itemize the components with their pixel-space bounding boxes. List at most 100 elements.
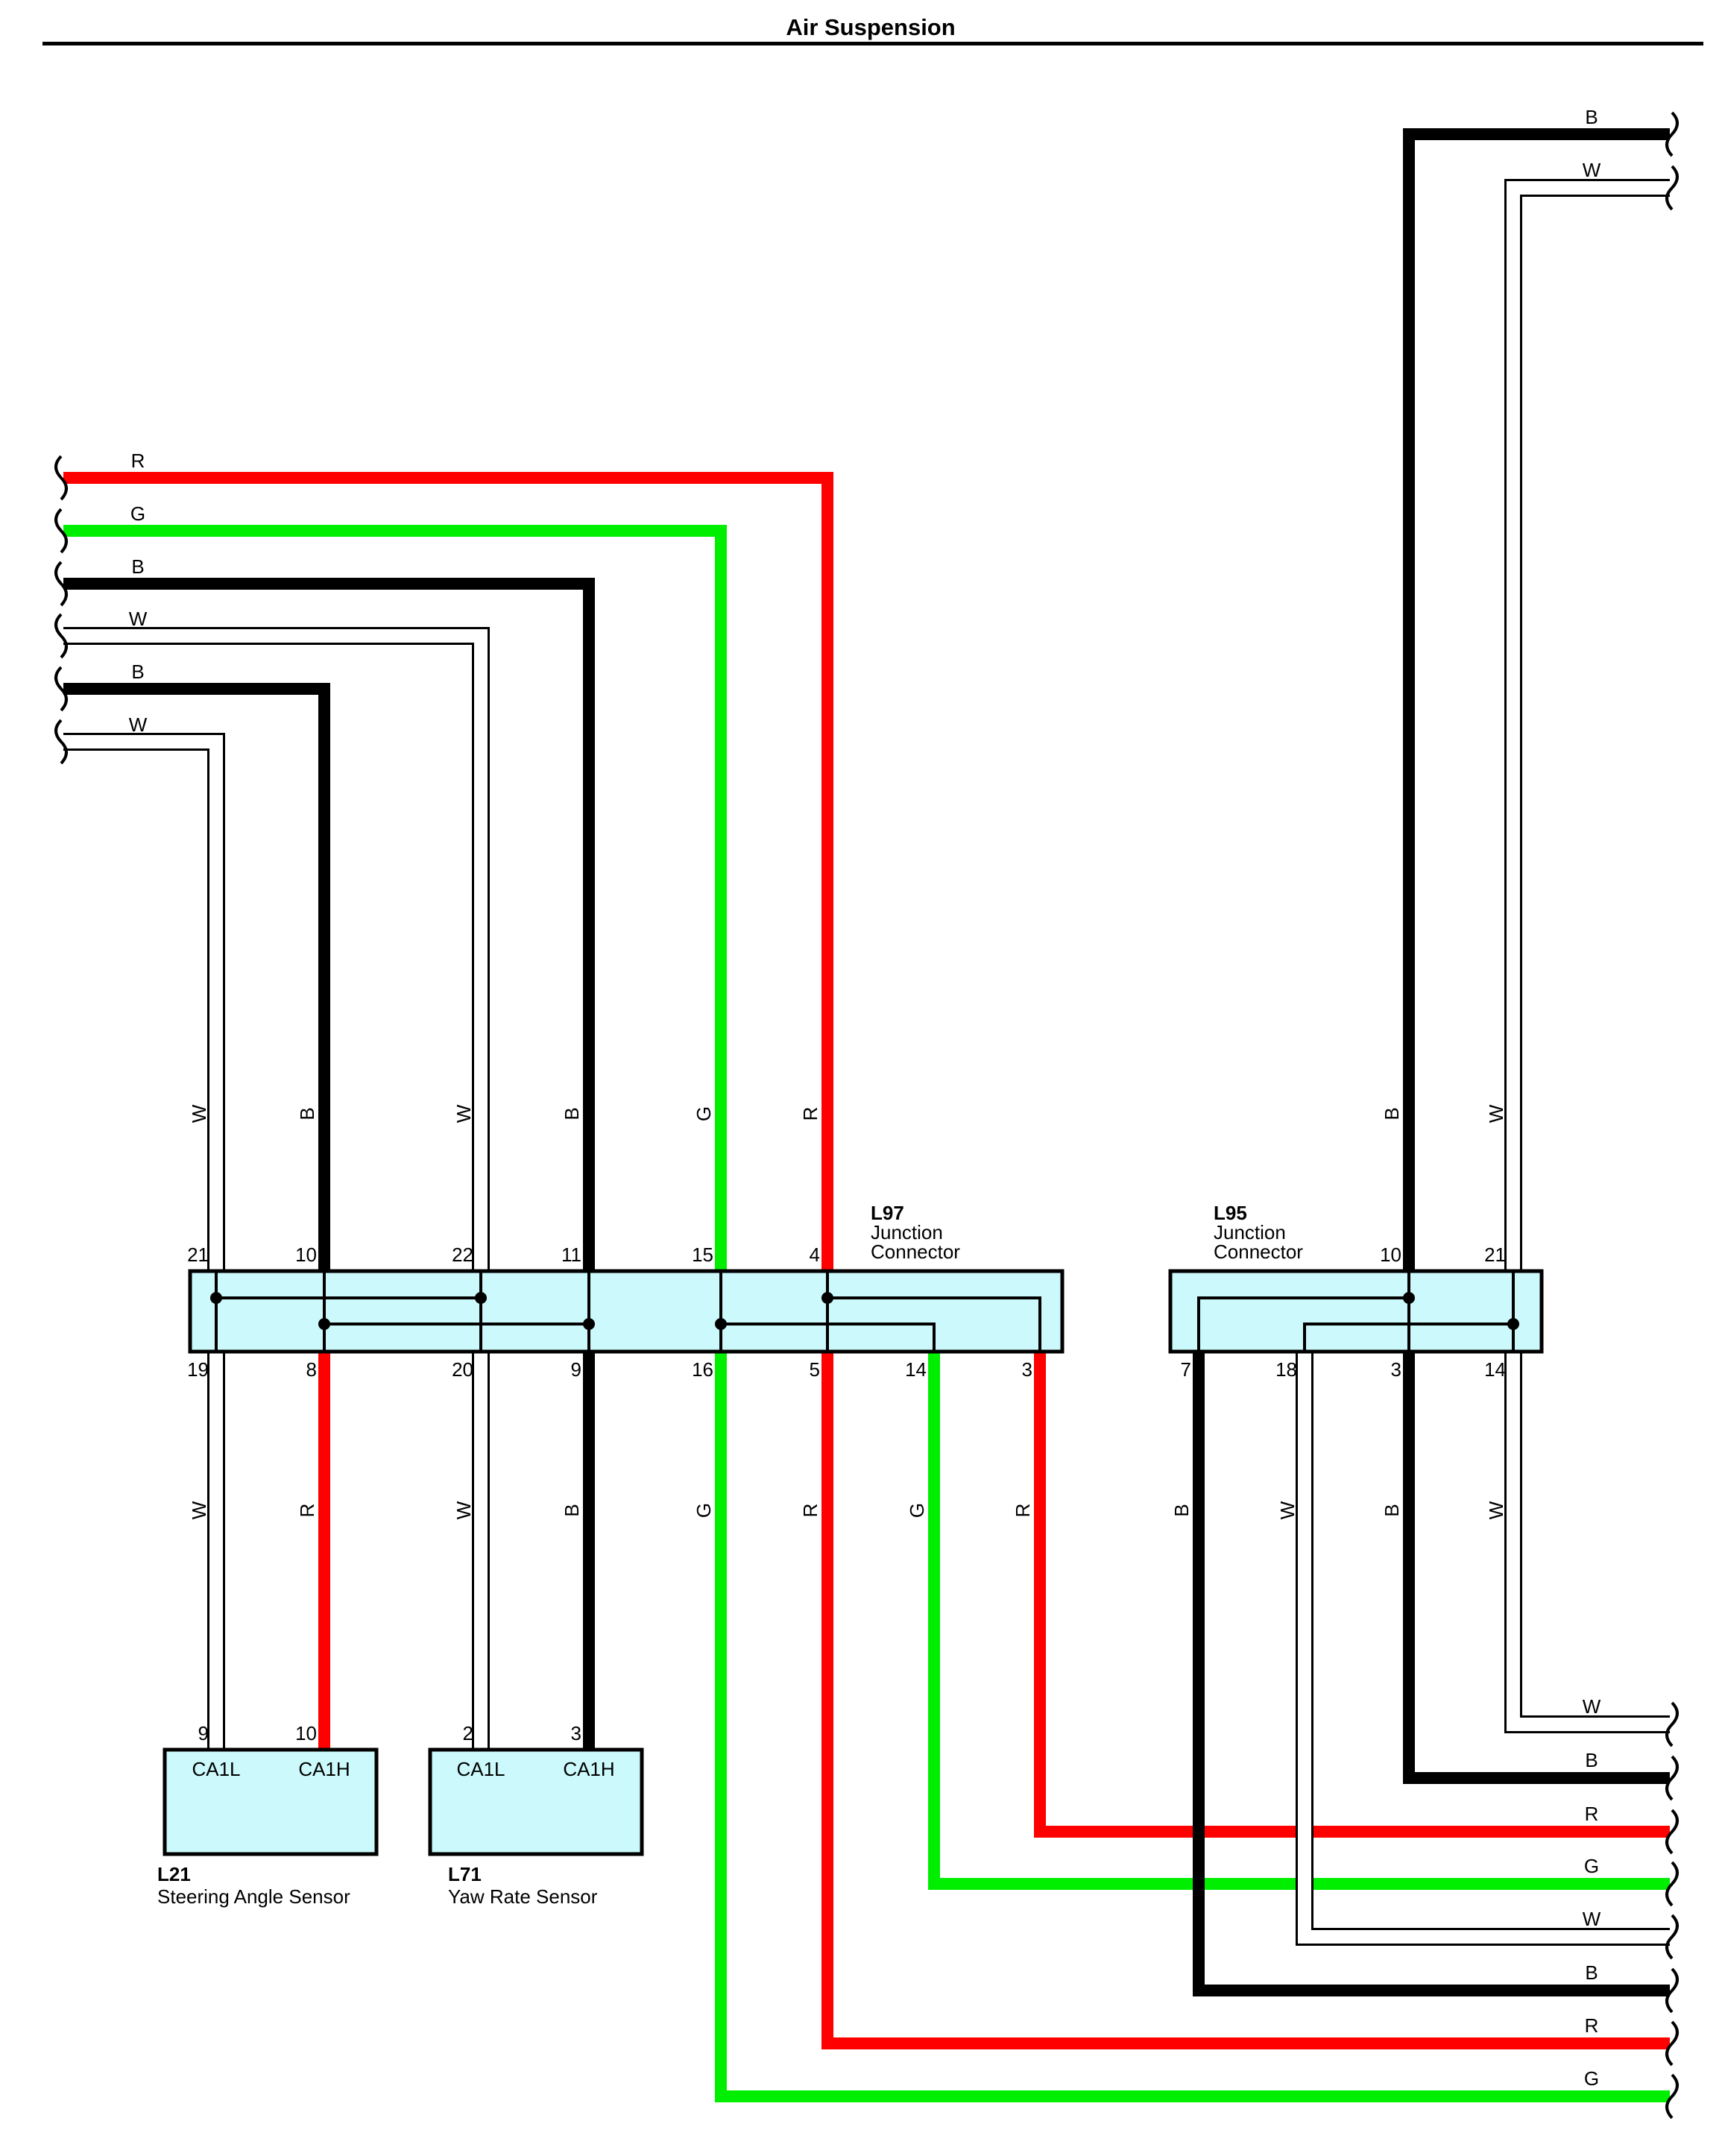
- title-rule: [42, 42, 1703, 45]
- l97-splice-dots: [210, 1292, 833, 1330]
- wire-white-left-to-l97-22: [63, 627, 490, 1271]
- wire-green-l97-14-to-right: [928, 1353, 1670, 1890]
- wire-label: G: [130, 502, 145, 525]
- wire-black-l95-3-to-right: [1403, 1353, 1670, 1784]
- wire-break-marks: [54, 111, 1679, 2119]
- wire-label: W: [1583, 1695, 1601, 1718]
- l95-internal-bus: [1197, 1271, 1515, 1352]
- l97-connector-id: L97: [871, 1202, 904, 1224]
- vertical-wire-label: B: [1381, 1107, 1403, 1120]
- l95-body: [1168, 1269, 1544, 1354]
- vertical-wire-label: R: [799, 1504, 821, 1518]
- vertical-wire-label: W: [1276, 1501, 1299, 1519]
- l97-top-color-labels: W B W B G R: [188, 1104, 821, 1123]
- pin-number: 9: [198, 1722, 209, 1744]
- vertical-wire-label: B: [561, 1107, 583, 1120]
- vertical-wire-label: W: [452, 1501, 475, 1519]
- wire-label: B: [131, 555, 144, 578]
- wire-green-l97-16-to-right: [715, 1353, 1670, 2102]
- vertical-wire-label: R: [1012, 1504, 1034, 1518]
- vertical-wire-label: R: [799, 1107, 821, 1121]
- pin-number: 22: [452, 1244, 473, 1266]
- wire-label: B: [131, 661, 144, 683]
- l71-connector-name: Yaw Rate Sensor: [448, 1885, 598, 1908]
- pin-number: 5: [810, 1358, 820, 1381]
- wire-white-left-to-l97-21: [63, 733, 225, 1271]
- l71-yaw-rate-sensor: 2 3 CA1L CA1H L71 Yaw Rate Sensor: [428, 1722, 644, 1908]
- pin-number: 7: [1181, 1358, 1191, 1381]
- vertical-wire-label: B: [296, 1107, 318, 1120]
- wire-red-left-to-l97: [63, 472, 833, 1271]
- wire-label: R: [1585, 2014, 1599, 2037]
- l97-internal-bus: [215, 1271, 1041, 1352]
- wire-label: W: [1583, 159, 1601, 181]
- vertical-wire-label: R: [296, 1504, 318, 1518]
- l95-top-color-labels: B W: [1381, 1104, 1507, 1123]
- pin-number: 10: [295, 1244, 317, 1266]
- l95-bottom-color-labels: B W B W: [1170, 1501, 1507, 1519]
- vertical-wire-label: W: [188, 1501, 210, 1519]
- l95-junction-connector: L95 Junction Connector 10 21 7 18 3 14: [1168, 1202, 1544, 1381]
- wire-label: B: [1585, 106, 1598, 128]
- vertical-wire-label: B: [561, 1504, 583, 1516]
- wire-red-l97-3-to-right: [1034, 1353, 1670, 1838]
- wire-green-left-to-l97: [63, 525, 727, 1271]
- pin-number: 3: [1391, 1358, 1401, 1381]
- wire-white-right-to-l95-21: [1504, 179, 1670, 1271]
- vertical-wire-label: W: [188, 1104, 210, 1123]
- l95-connector-name-1: Junction: [1214, 1221, 1286, 1244]
- wire-black-l95-7-to-right: [1193, 1353, 1670, 1996]
- pin-number: 21: [187, 1244, 209, 1266]
- wire-label: B: [1585, 1749, 1598, 1771]
- wires: [63, 128, 1670, 2102]
- vertical-wire-label: G: [693, 1106, 715, 1121]
- wire-label: R: [131, 450, 145, 472]
- pin-number: 9: [571, 1358, 581, 1381]
- pin-number: 21: [1484, 1244, 1506, 1266]
- wire-label: W: [1583, 1908, 1601, 1930]
- terminal-label: CA1H: [563, 1758, 614, 1780]
- pin-number: 3: [571, 1722, 581, 1744]
- vertical-wire-label: B: [1170, 1504, 1193, 1516]
- l95-splice-dots: [1403, 1292, 1519, 1330]
- pin-number: 4: [810, 1244, 820, 1266]
- right-wire-labels: B W W B R G W B R G: [1583, 106, 1601, 2090]
- wire-label: R: [1585, 1803, 1599, 1825]
- l71-body: [428, 1747, 644, 1856]
- pin-number: 20: [452, 1358, 473, 1381]
- vertical-wire-label: G: [906, 1503, 928, 1518]
- l97-body: [188, 1269, 1065, 1354]
- pin-number: 11: [561, 1244, 581, 1266]
- l95-connector-id: L95: [1214, 1202, 1247, 1224]
- wire-label: B: [1585, 1961, 1598, 1984]
- pin-number: 18: [1275, 1358, 1297, 1381]
- vertical-wire-label: W: [1485, 1501, 1507, 1519]
- page-title: Air Suspension: [786, 14, 955, 40]
- vertical-wire-label: W: [452, 1104, 475, 1123]
- pin-number: 3: [1022, 1358, 1032, 1381]
- pin-number: 2: [463, 1722, 473, 1744]
- pin-number: 19: [187, 1358, 209, 1381]
- vertical-wire-label: B: [1381, 1504, 1403, 1516]
- l97-connector-name-1: Junction: [871, 1221, 943, 1244]
- wire-label: G: [1584, 1855, 1599, 1877]
- pin-number: 10: [295, 1722, 317, 1744]
- wire-label: W: [129, 608, 148, 630]
- wire-label: G: [1584, 2067, 1599, 2090]
- l97-junction-connector: L97 Junction Connector 21 10 22 11 15 4 …: [187, 1202, 1065, 1381]
- wire-black-left-to-l97-11: [63, 578, 595, 1271]
- l71-connector-id: L71: [448, 1863, 482, 1885]
- wire-red-l97-5-to-right: [821, 1353, 1670, 2049]
- terminal-label: CA1L: [456, 1758, 505, 1780]
- terminal-label: CA1H: [298, 1758, 350, 1780]
- vertical-wire-label: W: [1485, 1104, 1507, 1123]
- l21-body: [163, 1747, 379, 1856]
- pin-number: 15: [692, 1244, 713, 1266]
- l21-connector-id: L21: [157, 1863, 191, 1885]
- terminal-label: CA1L: [192, 1758, 240, 1780]
- l95-connector-name-2: Connector: [1214, 1241, 1303, 1263]
- pin-number: 10: [1380, 1244, 1401, 1266]
- l21-connector-name: Steering Angle Sensor: [157, 1885, 350, 1908]
- wire-black-left-to-l97-10: [63, 683, 330, 1271]
